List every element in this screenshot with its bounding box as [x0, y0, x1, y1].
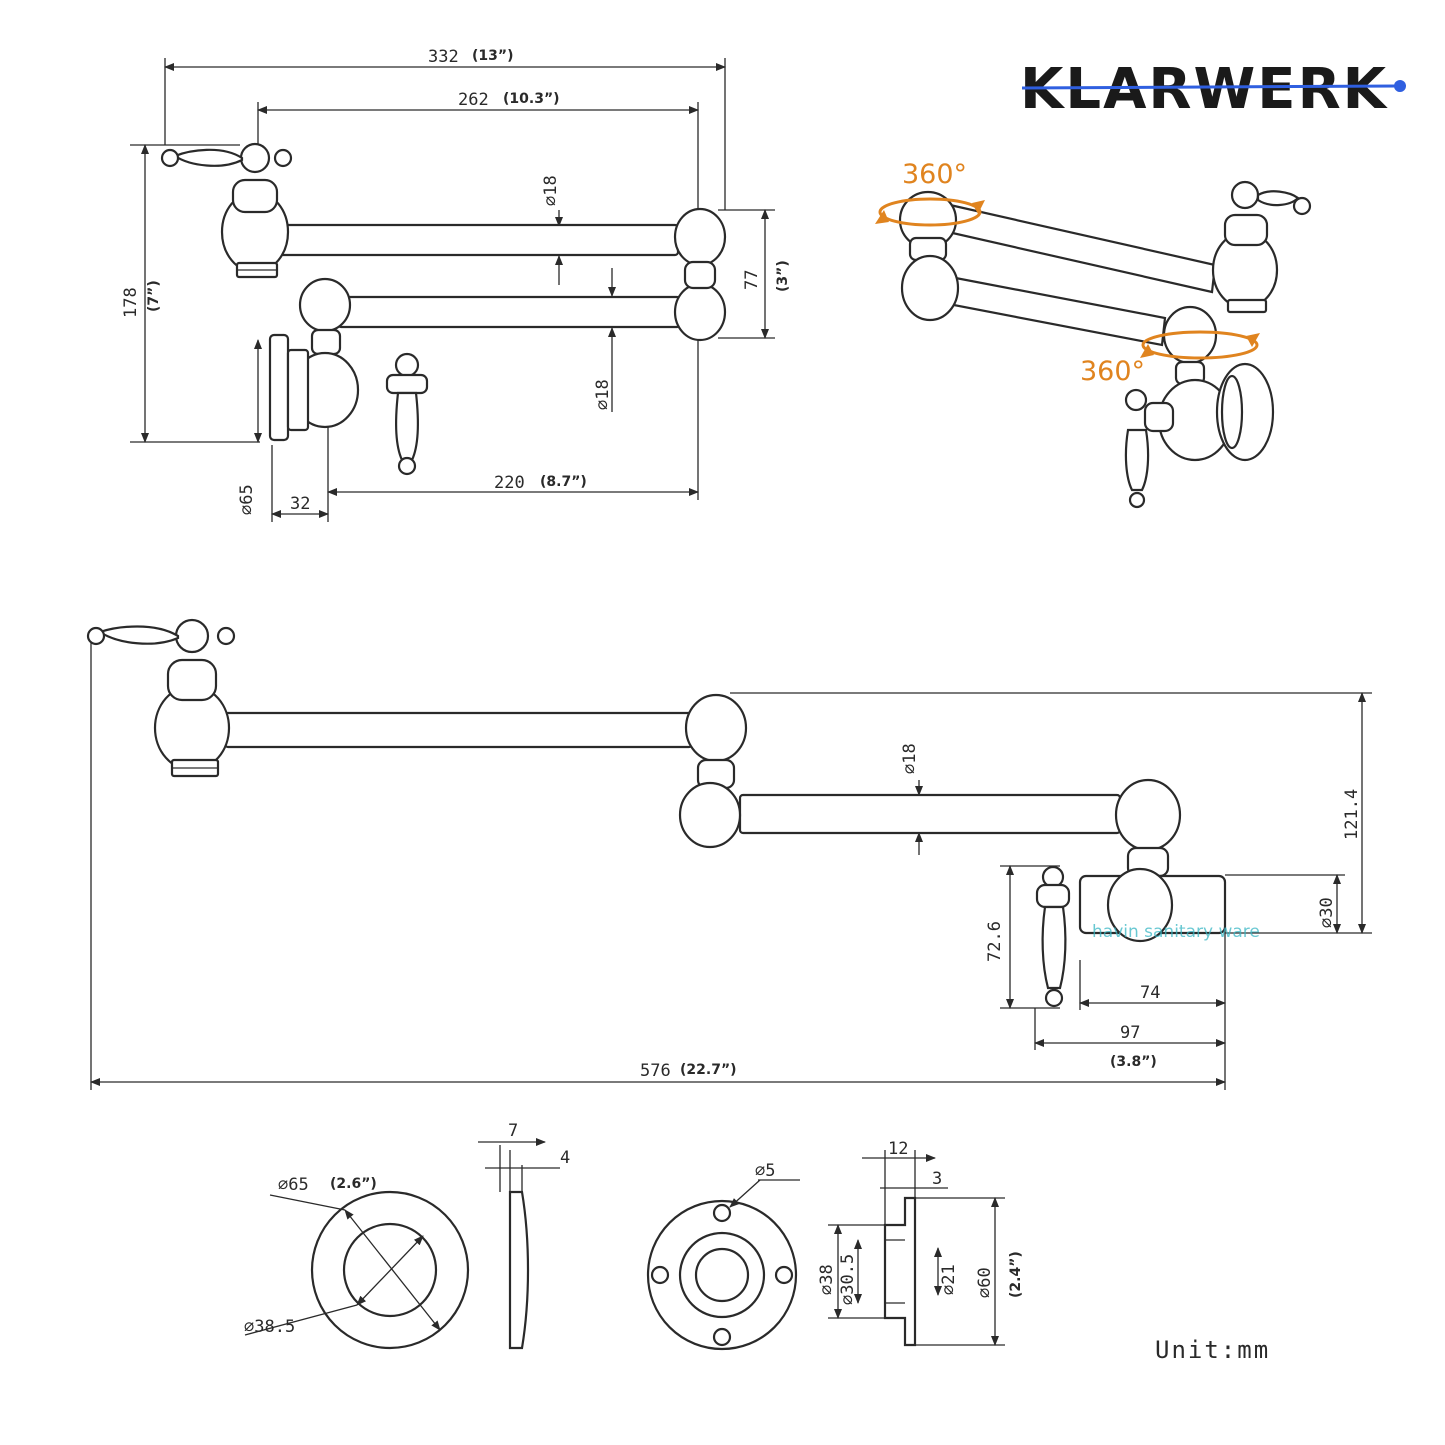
- dim-dia-38: ⌀38: [817, 1264, 837, 1295]
- faucet-extended-icon: [86, 618, 1227, 1008]
- dim-depth-in: (3.8”): [1110, 1054, 1157, 1070]
- dim-dia-21: ⌀21: [939, 1264, 959, 1295]
- dim-lower-arm: 220: [494, 473, 525, 493]
- mount-flange-view: ⌀5 12 3 ⌀38 ⌀30.5 ⌀21 ⌀60 (2.4”): [646, 1139, 1024, 1351]
- faucet-perspective-icon: [898, 180, 1312, 509]
- brand-logo: KLARWERK: [1020, 57, 1406, 122]
- dim-overall-length-in: (13”): [472, 48, 513, 64]
- dim-plate-outer: ⌀65: [278, 1175, 309, 1195]
- dim-depth: 97: [1120, 1023, 1140, 1043]
- dim-total-length: 576: [640, 1061, 671, 1081]
- dim-handle-height: 72.6: [985, 921, 1005, 962]
- dim-ext-pipe-dia: ⌀18: [900, 743, 920, 774]
- dim-flange-offset: 32: [290, 494, 310, 514]
- logo-underline: [1021, 84, 1399, 90]
- dim-ext-height: 121.4: [1342, 789, 1362, 840]
- dim-arm-length: 262: [458, 90, 489, 110]
- dim-arm-length-in: (10.3”): [503, 91, 560, 107]
- dim-overall-length: 332: [428, 47, 459, 67]
- dim-joint-spacing: 77: [742, 270, 762, 290]
- dim-height: 178: [121, 287, 141, 318]
- rotation-view: 360° 360°: [875, 159, 1312, 509]
- dim-pipe-dia-lower: ⌀18: [593, 379, 613, 410]
- dim-total-length-in: (22.7”): [680, 1062, 737, 1078]
- faucet-folded-icon: [160, 142, 727, 476]
- dim-plate-inner: ⌀38.5: [244, 1317, 295, 1337]
- dim-flange-lip: 3: [932, 1169, 942, 1189]
- rotation-ring-lower-icon: [1141, 330, 1259, 360]
- rotation-ring-upper-icon: [878, 197, 982, 227]
- dim-body-length: 74: [1140, 983, 1160, 1003]
- watermark-text: havin sanitary ware: [1092, 922, 1260, 942]
- dim-hole-dia: ⌀5: [755, 1161, 775, 1181]
- dim-dia-30-5: ⌀30.5: [838, 1254, 858, 1305]
- dim-plate-thickness: 4: [560, 1148, 570, 1168]
- folded-view: 332 (13”) 262 (10.3”) 220 (8.7”) 32 178 …: [121, 47, 791, 522]
- logo-dot-icon: [1394, 80, 1406, 92]
- dim-plate-outer-in: (2.6”): [330, 1176, 377, 1192]
- dim-dia-60: ⌀60: [975, 1267, 995, 1298]
- dim-joint-spacing-in: (3”): [775, 260, 791, 292]
- unit-label: Unit:mm: [1155, 1336, 1270, 1364]
- dim-lower-arm-in: (8.7”): [540, 474, 587, 490]
- dim-plate-total: 7: [508, 1121, 518, 1141]
- dim-flange-width: 12: [888, 1139, 908, 1159]
- dim-height-in: (7”): [146, 280, 162, 312]
- dim-flange-dia: ⌀65: [237, 484, 257, 515]
- cover-plate-view: ⌀65 (2.6”) ⌀38.5 7 4: [244, 1121, 570, 1350]
- dim-body-dia: ⌀30: [1317, 897, 1337, 928]
- extended-view: 576 (22.7”) 74 97 (3.8”) 121.4 72.6 ⌀30 …: [86, 618, 1372, 1090]
- rotation-label-upper: 360°: [902, 159, 967, 190]
- brand-name: KLARWERK: [1020, 57, 1389, 122]
- dim-pipe-dia-upper: ⌀18: [541, 175, 561, 206]
- dim-dia-60-in: (2.4”): [1008, 1251, 1024, 1298]
- rotation-label-lower: 360°: [1080, 356, 1145, 387]
